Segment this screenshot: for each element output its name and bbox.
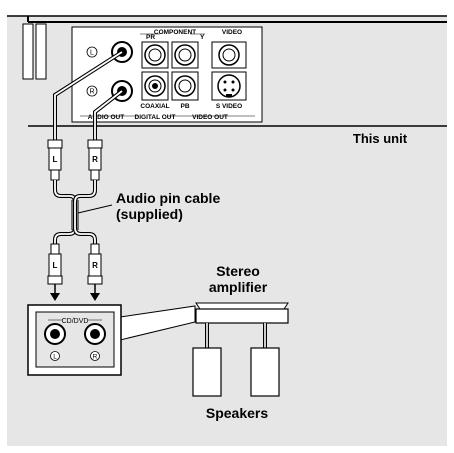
speaker-left	[192, 347, 222, 397]
pb-label: PB	[180, 103, 189, 110]
pr-label: PR	[146, 34, 155, 41]
y-label: Y	[200, 34, 205, 41]
amplifier-label-line1: Stereo	[216, 263, 260, 279]
cable-label-line1: Audio pin cable	[116, 190, 220, 206]
amp-input-panel: CD/DVD L R	[27, 304, 196, 376]
arrow-down-left-icon	[50, 293, 60, 301]
video-label: VIDEO	[222, 29, 242, 36]
speakers-label: Speakers	[206, 405, 268, 421]
stereo-amplifier	[195, 302, 289, 324]
audio-pin-cable	[47, 50, 124, 295]
top-plug-right-label: R	[92, 155, 98, 164]
unit-top-edge	[7, 6, 447, 16]
arrow-down-right-icon	[90, 293, 100, 301]
unit-back-panel: L R AUDIO OUT COMPONENT PR Y COAXIAL DIG…	[7, 6, 447, 127]
audio-left-mark-icon	[86, 46, 98, 58]
amp-left-mark: L	[53, 354, 57, 361]
video-out-label: VIDEO OUT	[192, 114, 228, 121]
component-video-jacks: COMPONENT PR Y COAXIAL DIGITAL OUT PB	[135, 29, 205, 121]
top-plug-left	[47, 139, 63, 181]
bottom-plug-left	[47, 243, 63, 295]
cable-label-leader	[77, 204, 113, 214]
audio-right-mark-icon	[86, 85, 98, 97]
coaxial-label: COAXIAL	[140, 103, 169, 110]
speaker-wires	[205, 323, 267, 348]
top-plug-left-label: L	[53, 155, 58, 164]
cable-label-line2: (supplied)	[116, 206, 183, 222]
bottom-plug-right-label: R	[92, 261, 98, 270]
audio-left-mark: L	[90, 50, 94, 57]
cd-dvd-input-label: CD/DVD	[62, 318, 89, 325]
bottom-plug-right	[87, 243, 103, 295]
s-video-label: S VIDEO	[216, 103, 242, 110]
amp-right-mark: R	[93, 354, 98, 361]
audio-out-label: AUDIO OUT	[88, 114, 125, 121]
bottom-plug-left-label: L	[53, 261, 58, 270]
amplifier-label-line2: amplifier	[209, 279, 268, 295]
speaker-right	[250, 347, 280, 397]
top-plug-right	[87, 139, 103, 181]
component-label: COMPONENT	[154, 29, 196, 36]
digital-out-label: DIGITAL OUT	[135, 114, 176, 121]
audio-right-mark: R	[89, 89, 94, 96]
this-unit-label: This unit	[353, 131, 408, 146]
connection-arrows	[50, 293, 100, 301]
video-out-jacks: VIDEO S VIDEO VIDEO OUT	[168, 29, 255, 121]
